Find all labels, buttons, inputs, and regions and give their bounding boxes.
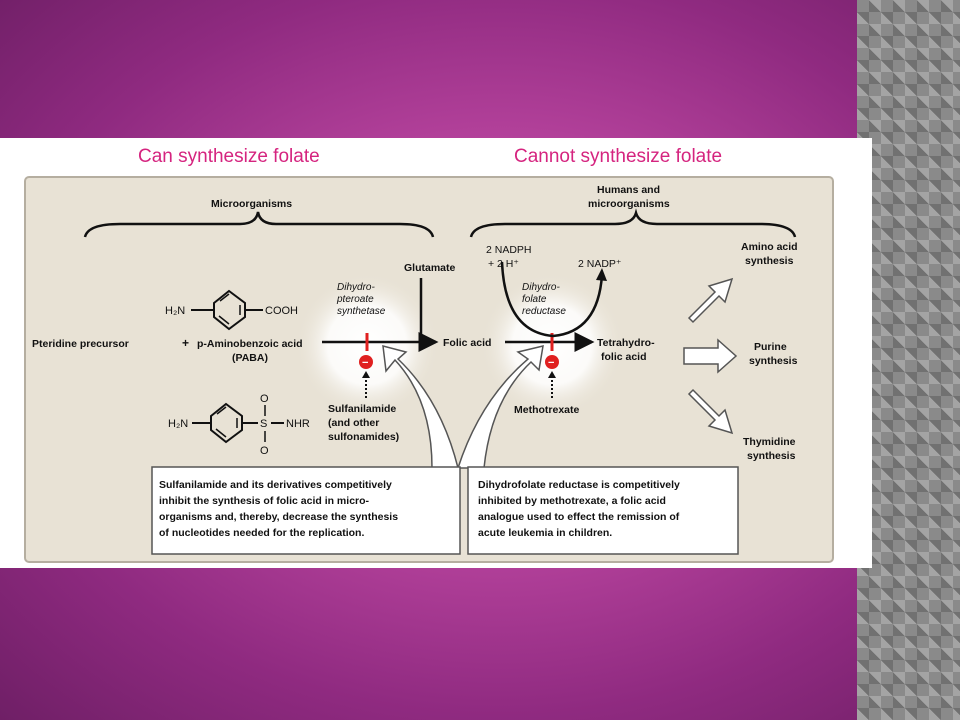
diagram-panel — [0, 138, 872, 568]
heading-cannot-synthesize: Cannot synthesize folate — [514, 146, 723, 167]
side-pattern-strip — [857, 0, 960, 720]
heading-can-synthesize: Can synthesize folate — [138, 146, 320, 167]
